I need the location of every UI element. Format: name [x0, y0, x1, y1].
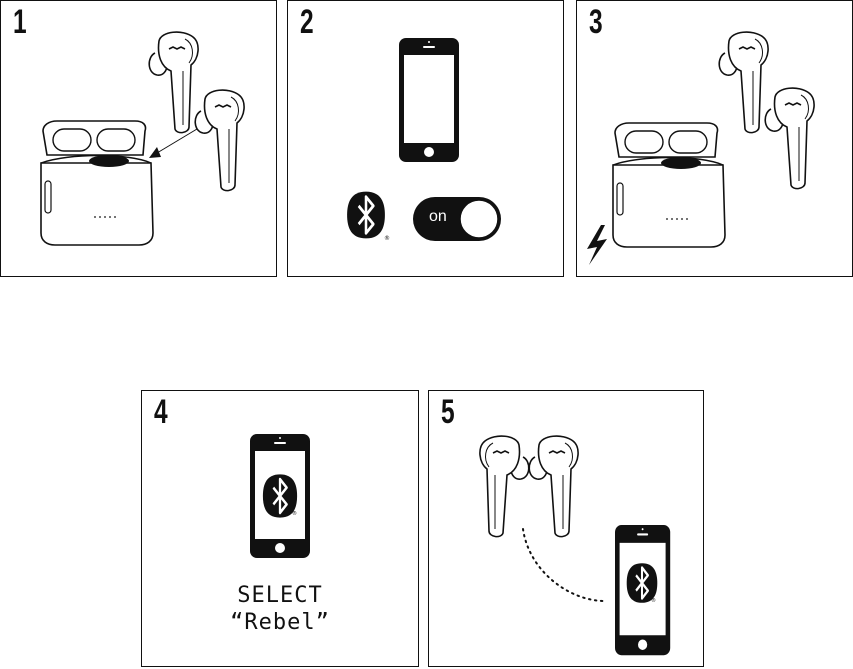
earbud-icon	[718, 31, 769, 134]
earbud-icon	[148, 31, 199, 134]
step-1-panel: 1	[0, 0, 277, 277]
step-2-panel: 2 ® on	[287, 0, 564, 277]
bluetooth-icon	[345, 190, 387, 240]
step-number: 2	[300, 3, 314, 41]
step-3-panel: 3	[576, 0, 853, 277]
smartphone-icon	[399, 38, 459, 162]
lightning-icon	[587, 225, 607, 265]
step-number: 5	[441, 393, 455, 431]
earbud-icon	[194, 89, 245, 192]
earbud-icon	[764, 87, 815, 190]
registered-mark: ®	[384, 235, 390, 242]
earbud-icon	[528, 435, 579, 538]
step-5-illustration	[479, 435, 671, 656]
toggle-switch-icon	[413, 197, 501, 241]
step-4-panel: 4 ® SELECT “Rebel”	[141, 390, 419, 667]
step-number: 4	[154, 393, 168, 431]
charging-case-icon	[612, 122, 726, 248]
step-5-panel: 5 ®	[428, 390, 704, 667]
bluetooth-icon	[625, 561, 659, 605]
registered-mark: ®	[292, 511, 297, 517]
step-1-illustration	[40, 31, 245, 246]
toggle-label: on	[429, 208, 447, 225]
step-2-illustration	[345, 38, 501, 241]
arrow-icon	[149, 128, 198, 158]
pairing-link	[522, 528, 606, 602]
earbud-icon	[479, 435, 530, 538]
registered-mark: ®	[651, 598, 656, 604]
select-line-2: “Rebel”	[230, 610, 330, 635]
charging-case-icon	[40, 120, 154, 246]
select-line-1: SELECT	[237, 583, 323, 608]
step-number: 3	[589, 3, 603, 41]
step-number: 1	[13, 3, 27, 41]
step-3-illustration	[587, 31, 815, 265]
